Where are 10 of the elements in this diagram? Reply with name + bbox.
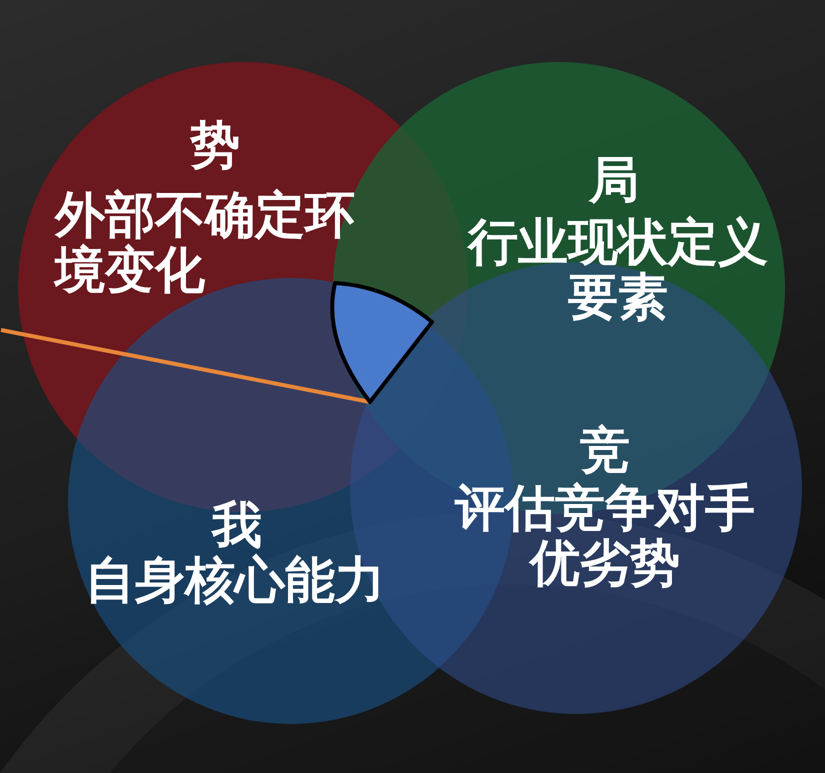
heading: 势 (190, 118, 240, 173)
description: 自身核心能力 (84, 553, 386, 608)
wedge-shape (330, 281, 434, 404)
heading: 我 (212, 498, 262, 553)
description: 行业现状定义要素 (466, 215, 769, 325)
leader-line (0, 328, 370, 404)
description: 评估竞争对手优劣势 (454, 481, 756, 591)
description: 外部不确定环境变化 (55, 188, 356, 298)
heading: 局 (589, 153, 639, 208)
heading: 竞 (580, 423, 630, 478)
